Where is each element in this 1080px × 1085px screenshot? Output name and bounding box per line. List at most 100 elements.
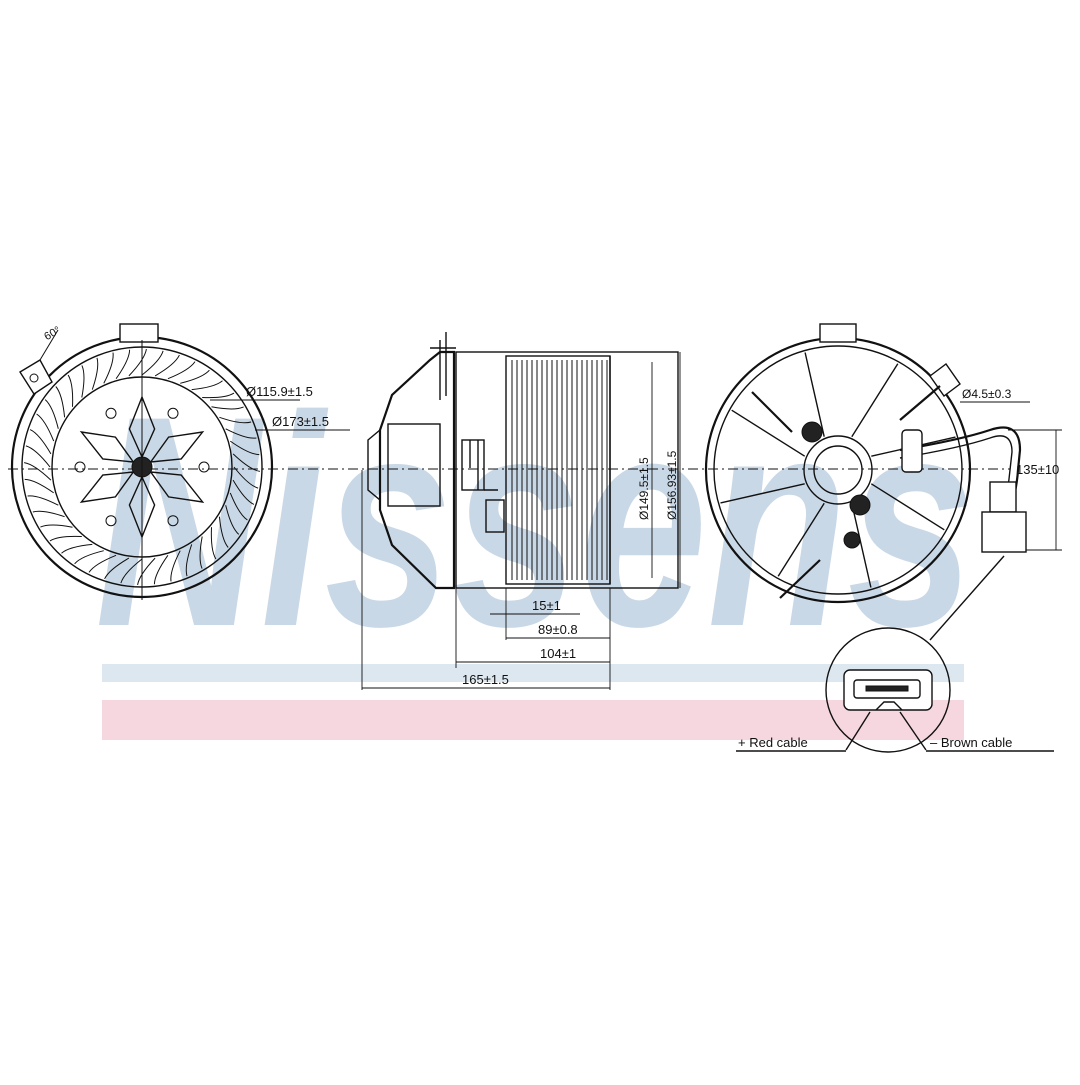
motor-tabs <box>430 332 456 400</box>
motor-body <box>387 423 441 507</box>
wheel-blade <box>232 479 255 505</box>
dim-diameter-1: Ø149.5±1.5 <box>637 457 651 520</box>
wheel-blade <box>81 365 85 398</box>
dim-outer-diameter: Ø173±1.5 <box>272 414 329 429</box>
wheel-blade <box>40 524 73 528</box>
stripe-red <box>102 700 964 740</box>
stripe-blue <box>102 664 964 682</box>
watermark-text: Nissens <box>95 353 975 689</box>
right-view: Ø4.5±0.3 135±10 <box>704 323 1062 604</box>
wheel-blade <box>25 445 51 468</box>
wheel-blade <box>233 466 259 489</box>
wheel-blade <box>91 357 99 390</box>
wheel-blades <box>24 349 260 585</box>
connector-block <box>461 439 485 491</box>
wheel-blade <box>104 557 130 580</box>
mounting-hole <box>29 373 39 383</box>
wheel-blade <box>74 550 104 565</box>
hub-hole <box>105 515 117 527</box>
rear-spoke <box>731 409 806 457</box>
wheel-blade <box>180 369 210 384</box>
wheel-blade <box>225 428 257 439</box>
wheel-blade <box>218 516 229 548</box>
wheel-blade <box>49 535 82 542</box>
top-tab <box>119 323 159 343</box>
rear-mounting-tab <box>929 363 961 397</box>
wheel-blade <box>232 453 260 472</box>
rear-spoke <box>851 363 899 438</box>
detail-leader <box>929 555 1005 641</box>
minus-label: – Brown cable <box>930 735 1012 750</box>
bolt-upper <box>801 421 823 443</box>
wheel-body <box>455 351 679 589</box>
hub-petal <box>149 431 205 463</box>
wheel-blade <box>120 558 143 584</box>
wheel-blade <box>210 527 217 560</box>
wheel-blade <box>55 386 66 418</box>
side-view: Ø149.5±1.5 Ø156.93±1.5 15±1 89±0.8 104±1… <box>361 332 681 690</box>
terminal-block <box>485 499 505 533</box>
wheel-fins <box>511 360 608 580</box>
wheel-blade <box>61 543 93 554</box>
connector-key <box>875 701 903 711</box>
hub-petal <box>79 471 135 503</box>
angle-label: 60° <box>42 324 62 343</box>
rear-spokes <box>720 352 956 588</box>
hub-petal <box>149 471 205 503</box>
terminals <box>469 440 498 491</box>
bolt-lower <box>849 494 871 516</box>
wheel-blade <box>128 349 147 377</box>
dim-inner-diameter: Ø115.9±1.5 <box>246 384 313 399</box>
left-view: 60° Ø115.9±1.5 Ø173±1.5 <box>10 323 350 600</box>
wheel-blade <box>219 416 252 424</box>
wheel-blade <box>154 354 180 377</box>
angle-leader <box>39 329 59 361</box>
wheel-blade <box>153 555 169 585</box>
wheel-blade <box>211 406 244 410</box>
wheel-blade <box>199 536 203 569</box>
minus-leader <box>899 711 927 751</box>
hub-hole <box>74 461 86 473</box>
connector-pins <box>865 685 909 692</box>
wheel-blade <box>27 495 59 506</box>
hub-petal <box>79 431 135 463</box>
plus-label: + Red cable <box>738 735 808 750</box>
wheel-blade <box>103 352 114 384</box>
plus-leader <box>845 711 871 751</box>
wheel-blade <box>137 557 156 585</box>
plug-body <box>981 511 1027 553</box>
hub-hole <box>198 461 210 473</box>
wheel-blade <box>230 440 260 456</box>
grommet <box>901 429 923 473</box>
dim-overall: 165±1.5 <box>462 672 509 687</box>
wheel-blade <box>202 392 235 399</box>
hole-leader <box>899 385 941 421</box>
rear-spoke <box>804 352 825 437</box>
wheel-blade <box>29 429 52 455</box>
mounting-tab <box>19 359 53 395</box>
wheel-blade <box>67 374 74 407</box>
wheel-blade <box>141 350 164 376</box>
wheel-blade <box>24 462 52 481</box>
wheel-blade <box>36 413 55 442</box>
hub-hole <box>105 407 117 419</box>
dim-cable: 135±10 <box>1016 462 1059 477</box>
rear-top-tab <box>819 323 857 343</box>
dim-hole: Ø4.5±0.3 <box>962 387 1012 401</box>
watermark-layer: Nissens <box>95 353 975 740</box>
wheel-blade <box>24 478 54 494</box>
rear-hub-inner <box>813 445 863 495</box>
arm-line-lower <box>779 559 821 599</box>
dim-3: 104±1 <box>540 646 576 661</box>
dim-diameter-2: Ø156.93±1.5 <box>665 450 679 520</box>
arm-line-upper <box>751 391 793 433</box>
wheel-blade <box>191 380 223 391</box>
rear-spoke <box>870 483 945 531</box>
dim-1: 15±1 <box>532 598 561 613</box>
connector-detail: + Red cable – Brown cable <box>736 555 1054 753</box>
wheel-blade <box>88 554 117 573</box>
wheel-blade <box>44 399 59 429</box>
wheel-blade <box>170 550 181 582</box>
